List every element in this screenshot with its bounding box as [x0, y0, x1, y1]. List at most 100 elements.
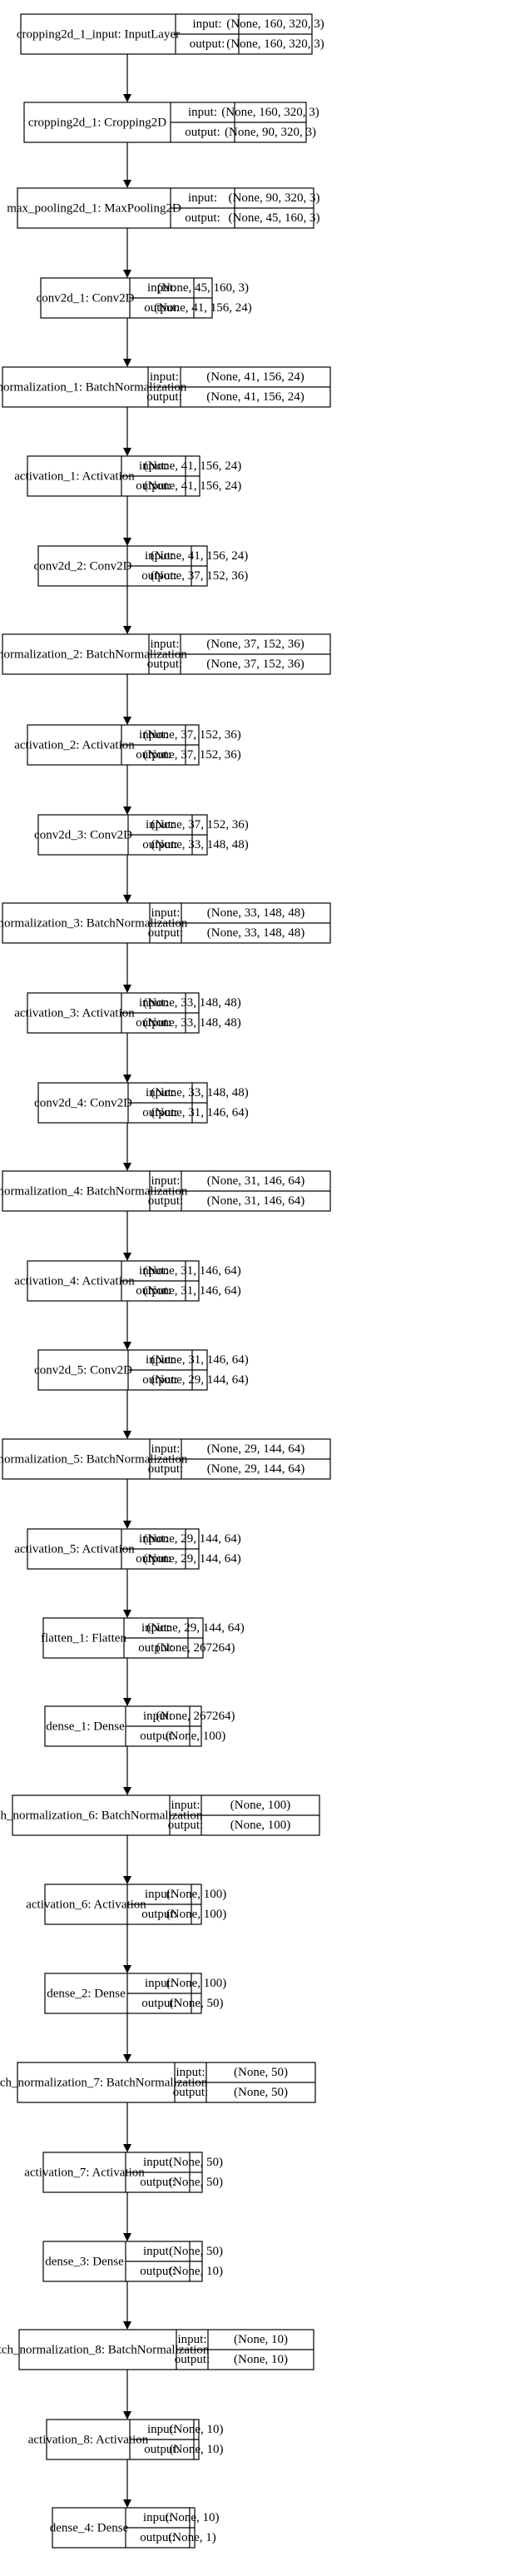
output-shape: (None, 90, 320, 3) [225, 126, 316, 139]
layer-name: conv2d_3: Conv2D [34, 828, 132, 841]
input-label: input: [145, 1977, 174, 1990]
layer-name: batch_normalization_5: BatchNormalizatio… [0, 1452, 188, 1466]
output-label: output: [147, 658, 183, 671]
input-shape: (None, 33, 148, 48) [151, 1086, 248, 1099]
output-label: output: [146, 390, 182, 404]
layer-name: dense_3: Dense [45, 2255, 124, 2268]
output-shape: (None, 10) [234, 2353, 288, 2366]
layer-name: activation_8: Activation [28, 2433, 149, 2446]
input-label: input: [143, 2245, 172, 2258]
output-label: output: [141, 569, 177, 583]
layer-node: activation_3: Activationinput:output:(No… [14, 992, 241, 1034]
edge-arrow [123, 2370, 131, 2420]
output-label: output: [142, 1106, 178, 1119]
input-label: input: [139, 1532, 168, 1546]
edge-arrow [123, 1569, 131, 1618]
layer-name: cropping2d_1_input: InputLayer [17, 27, 180, 41]
edge-arrow [123, 1479, 131, 1529]
output-shape: (None, 41, 156, 24) [154, 301, 251, 315]
edge-arrow [123, 2281, 131, 2330]
output-label: output: [148, 1194, 184, 1208]
arrowhead [123, 1876, 131, 1884]
edge-arrow [123, 407, 131, 456]
layer-node: batch_normalization_2: BatchNormalizatio… [0, 633, 331, 675]
edge-arrow [123, 943, 131, 993]
edge-arrow [123, 586, 131, 634]
output-label: output: [148, 926, 184, 940]
output-shape: (None, 33, 148, 48) [207, 926, 304, 940]
input-label: input: [146, 818, 175, 831]
layer-name: activation_4: Activation [14, 1274, 135, 1288]
layer-node: activation_4: Activationinput:output:(No… [14, 1260, 241, 1302]
layer-name: batch_normalization_1: BatchNormalizatio… [0, 380, 187, 394]
layer-name: activation_2: Activation [14, 738, 135, 752]
input-shape: (None, 45, 160, 3) [157, 281, 249, 295]
input-shape: (None, 100) [166, 1888, 226, 1901]
arrowhead [123, 717, 131, 725]
output-label: output: [136, 1016, 171, 1030]
arrowhead [123, 1253, 131, 1261]
layer-name: flatten_1: Flatten [41, 1631, 126, 1645]
layer-name: conv2d_5: Conv2D [34, 1363, 132, 1377]
output-shape: (None, 10) [170, 2443, 224, 2456]
output-label: output: [136, 1284, 171, 1298]
edge-arrow [123, 1658, 131, 1706]
layer-name: batch_normalization_6: BatchNormalizatio… [0, 1809, 203, 1822]
input-label: input: [143, 1710, 172, 1723]
output-shape: (None, 100) [230, 1819, 290, 1832]
input-shape: (None, 37, 152, 36) [206, 638, 304, 651]
input-label: input: [177, 2333, 206, 2346]
input-label: input: [151, 906, 180, 920]
output-label: output: [142, 838, 178, 851]
output-label: output: [173, 2086, 209, 2099]
arrowhead [123, 1342, 131, 1350]
edge-arrow [123, 1390, 131, 1439]
edge-arrow [123, 1033, 131, 1083]
input-label: input: [141, 1621, 171, 1635]
layer-node: activation_1: Activationinput:output:(No… [14, 455, 241, 497]
input-shape: (None, 100) [230, 1799, 290, 1812]
arrowhead [123, 2499, 131, 2508]
input-shape: (None, 160, 320, 3) [221, 106, 319, 119]
output-label: output: [136, 479, 171, 493]
input-shape: (None, 90, 320, 3) [229, 191, 320, 205]
layer-node: activation_2: Activationinput:output:(No… [14, 724, 241, 766]
output-shape: (None, 50) [234, 2086, 288, 2099]
edge-arrow [123, 142, 131, 188]
layer-node: batch_normalization_5: BatchNormalizatio… [0, 1438, 331, 1480]
input-label: input: [176, 2066, 205, 2079]
input-label: input: [151, 1442, 180, 1456]
input-shape: (None, 50) [169, 2245, 223, 2258]
output-label: output: [148, 1462, 184, 1476]
layer-node: batch_normalization_4: BatchNormalizatio… [0, 1170, 331, 1212]
output-shape: (None, 29, 144, 64) [143, 1552, 240, 1566]
layer-nodes: cropping2d_1_input: InputLayer input: outp… [0, 13, 331, 2549]
layer-name: activation_6: Activation [26, 1898, 146, 1911]
output-label: output: [140, 1730, 176, 1743]
arrowhead [123, 2233, 131, 2241]
output-label: output: [141, 1908, 177, 1921]
input-shape: (None, 10) [234, 2333, 288, 2346]
input-label: input: [139, 459, 168, 473]
output-label: output: [175, 2353, 210, 2366]
output-label: output: [140, 2176, 176, 2189]
input-shape: (None, 31, 146, 64) [207, 1174, 304, 1188]
arrowhead [123, 94, 131, 102]
arrowhead [123, 807, 131, 815]
arrowhead [123, 1521, 131, 1529]
input-shape: (None, 31, 146, 64) [151, 1353, 248, 1367]
arrowhead [123, 1610, 131, 1618]
layer-name: batch_normalization_3: BatchNormalizatio… [0, 916, 188, 930]
output-shape: (None, 100) [166, 1908, 226, 1921]
output-label: output: [185, 126, 220, 139]
layer-node: activation_6: Activationinput:output:(No… [26, 1884, 226, 1925]
layer-name: conv2d_2: Conv2D [34, 559, 132, 573]
output-shape: (None, 31, 146, 64) [207, 1194, 304, 1208]
output-shape: (None, 100) [166, 1730, 225, 1743]
